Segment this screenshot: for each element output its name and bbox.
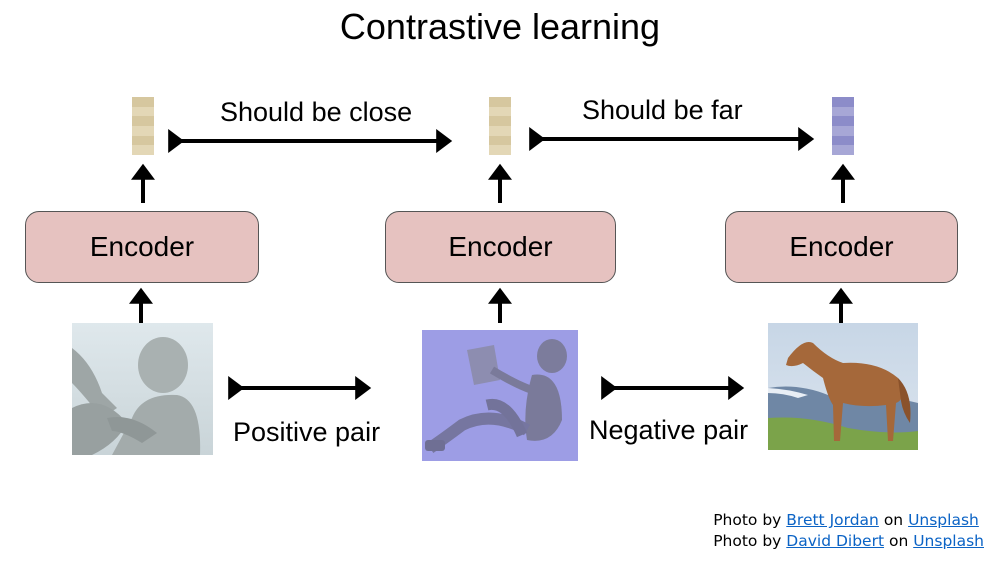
anchor-embedding-cell bbox=[132, 126, 154, 136]
figure-closeup-photo bbox=[72, 323, 213, 455]
anchor-embedding-cell bbox=[132, 145, 154, 156]
horse-photo bbox=[768, 323, 918, 450]
positive-embedding-vector bbox=[489, 97, 511, 156]
positive-embedding-cell bbox=[489, 126, 511, 136]
negative-pair-label: Negative pair bbox=[589, 415, 749, 445]
negative-embedding-cell bbox=[832, 135, 854, 146]
credit-site-link-unsplash-1[interactable]: Unsplash bbox=[908, 511, 979, 529]
positive-embedding-cell bbox=[489, 145, 511, 156]
credit-author-link-david-dibert[interactable]: David Dibert bbox=[786, 532, 885, 550]
anchor-embedding-cell bbox=[132, 97, 154, 107]
encoder-box-left: Encoder bbox=[25, 211, 259, 283]
positive-embedding-cell bbox=[489, 106, 511, 117]
positive-embedding-cell bbox=[489, 97, 511, 107]
credit-prefix: Photo by bbox=[713, 511, 787, 529]
credit-middle: on bbox=[878, 511, 909, 529]
credit-site-link-unsplash-2[interactable]: Unsplash bbox=[913, 532, 984, 550]
positive-pair-label: Positive pair bbox=[233, 417, 381, 447]
should-be-far-label: Should be far bbox=[582, 95, 743, 125]
negative-embedding-cell bbox=[832, 116, 854, 127]
encoder-box-right: Encoder bbox=[725, 211, 958, 283]
anchor-embedding-vector bbox=[132, 97, 154, 156]
positive-embedding-cell bbox=[489, 135, 511, 146]
negative-embedding-cell bbox=[832, 145, 854, 156]
credit-author-link-brett-jordan[interactable]: Brett Jordan bbox=[786, 511, 879, 529]
positive-embedding-cell bbox=[489, 116, 511, 127]
credit-line-2: Photo by David Dibert on Unsplash bbox=[713, 531, 984, 552]
negative-embedding-cell bbox=[832, 126, 854, 136]
should-be-close-label: Should be close bbox=[220, 97, 413, 127]
anchor-embedding-cell bbox=[132, 106, 154, 117]
credit-line-1: Photo by Brett Jordan on Unsplash bbox=[713, 510, 984, 531]
diagram-title: Contrastive learning bbox=[339, 6, 661, 47]
credit-middle: on bbox=[884, 532, 914, 550]
photo-credits: Photo by Brett Jordan on Unsplash Photo … bbox=[713, 510, 984, 552]
anchor-embedding-cell bbox=[132, 116, 154, 127]
negative-embedding-vector bbox=[832, 97, 854, 156]
negative-embedding-cell bbox=[832, 106, 854, 117]
encoder-box-middle: Encoder bbox=[385, 211, 616, 283]
credit-prefix: Photo by bbox=[713, 532, 787, 550]
anchor-embedding-cell bbox=[132, 135, 154, 146]
figure-tinted-photo bbox=[422, 330, 578, 461]
negative-embedding-cell bbox=[832, 97, 854, 107]
